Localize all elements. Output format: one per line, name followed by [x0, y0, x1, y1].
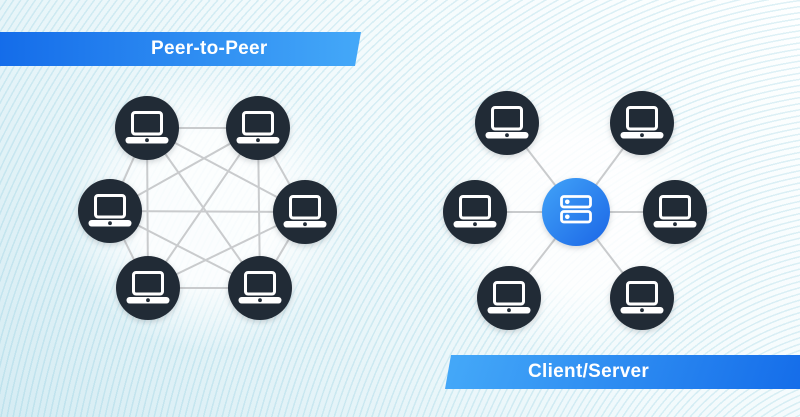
- peer-node-4: [228, 256, 292, 320]
- client-server-banner: Client/Server: [445, 355, 800, 389]
- client-node-4: [610, 266, 674, 330]
- p2p-connection-line: [147, 127, 259, 289]
- laptop-icon: [643, 180, 707, 244]
- server-icon: [542, 178, 610, 246]
- server-node: [542, 178, 610, 246]
- client-node-3: [643, 180, 707, 244]
- client-node-6: [443, 180, 507, 244]
- peer-node-3: [273, 180, 337, 244]
- laptop-icon: [116, 256, 180, 320]
- client-server-title: Client/Server: [528, 361, 650, 382]
- laptop-icon: [443, 180, 507, 244]
- client-node-5: [477, 266, 541, 330]
- peer-node-2: [226, 96, 290, 160]
- peer-node-6: [78, 179, 142, 243]
- laptop-icon: [273, 180, 337, 244]
- peer-node-5: [116, 256, 180, 320]
- p2p-connection-line: [109, 210, 306, 213]
- laptop-icon: [610, 266, 674, 330]
- peer-to-peer-title: Peer-to-Peer: [150, 38, 268, 59]
- laptop-icon: [228, 256, 292, 320]
- laptop-icon: [610, 91, 674, 155]
- laptop-icon: [78, 179, 142, 243]
- client-node-2: [610, 91, 674, 155]
- laptop-icon: [115, 96, 179, 160]
- client-node-1: [475, 91, 539, 155]
- laptop-icon: [475, 91, 539, 155]
- laptop-icon: [226, 96, 290, 160]
- laptop-icon: [477, 266, 541, 330]
- peer-node-1: [115, 96, 179, 160]
- peer-to-peer-banner: Peer-to-Peer: [0, 32, 361, 66]
